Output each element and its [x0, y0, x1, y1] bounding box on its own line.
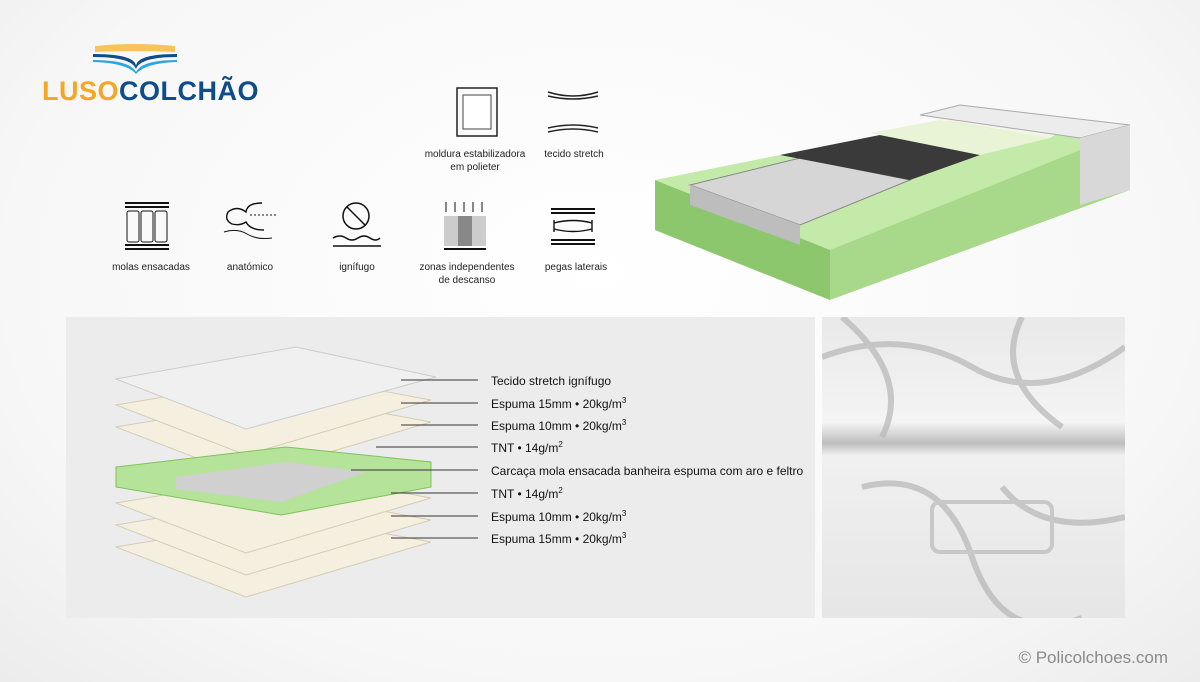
pocket-springs-icon — [125, 202, 169, 250]
feature-label: ignífugo — [339, 262, 375, 273]
brand-part2: COLCHÃO — [119, 76, 260, 106]
exploded-layers-diagram — [114, 346, 478, 598]
layer-label: Espuma 15mm • 20kg/m3 — [491, 396, 627, 411]
layer-label: TNT • 14g/m2 — [491, 440, 563, 455]
mattress-cutaway-image — [655, 104, 1131, 300]
layer-label: Carcaça mola ensacada banheira espuma co… — [491, 464, 804, 478]
layer-label: Espuma 10mm • 20kg/m3 — [491, 509, 627, 524]
side-handles-icon — [551, 208, 595, 245]
feature-label: anatómico — [226, 262, 274, 273]
feature-label: molas ensacadas — [112, 262, 190, 273]
layer-label: TNT • 14g/m2 — [491, 486, 563, 501]
fabric-closeup-photo — [822, 317, 1125, 618]
zones-icon — [444, 202, 486, 250]
layer-label: Espuma 15mm • 20kg/m3 — [491, 531, 627, 546]
anatomic-icon — [223, 202, 278, 239]
feature-label: tecido stretch — [544, 149, 604, 160]
brand-logo: LUSOCOLCHÃO — [42, 76, 259, 107]
brand-part1: LUSO — [42, 76, 120, 106]
copyright-text: © Policolchoes.com — [1018, 648, 1168, 667]
layer-label: Tecido stretch ignífugo — [491, 374, 612, 388]
frame-icon — [456, 87, 498, 137]
layer-label: Espuma 10mm • 20kg/m3 — [491, 418, 627, 433]
fabric-pattern — [822, 317, 1125, 618]
logo-mark — [93, 44, 177, 74]
fireproof-icon — [332, 202, 381, 247]
feature-label: pegas laterais — [544, 262, 608, 273]
stretch-fabric-icon — [547, 91, 599, 133]
